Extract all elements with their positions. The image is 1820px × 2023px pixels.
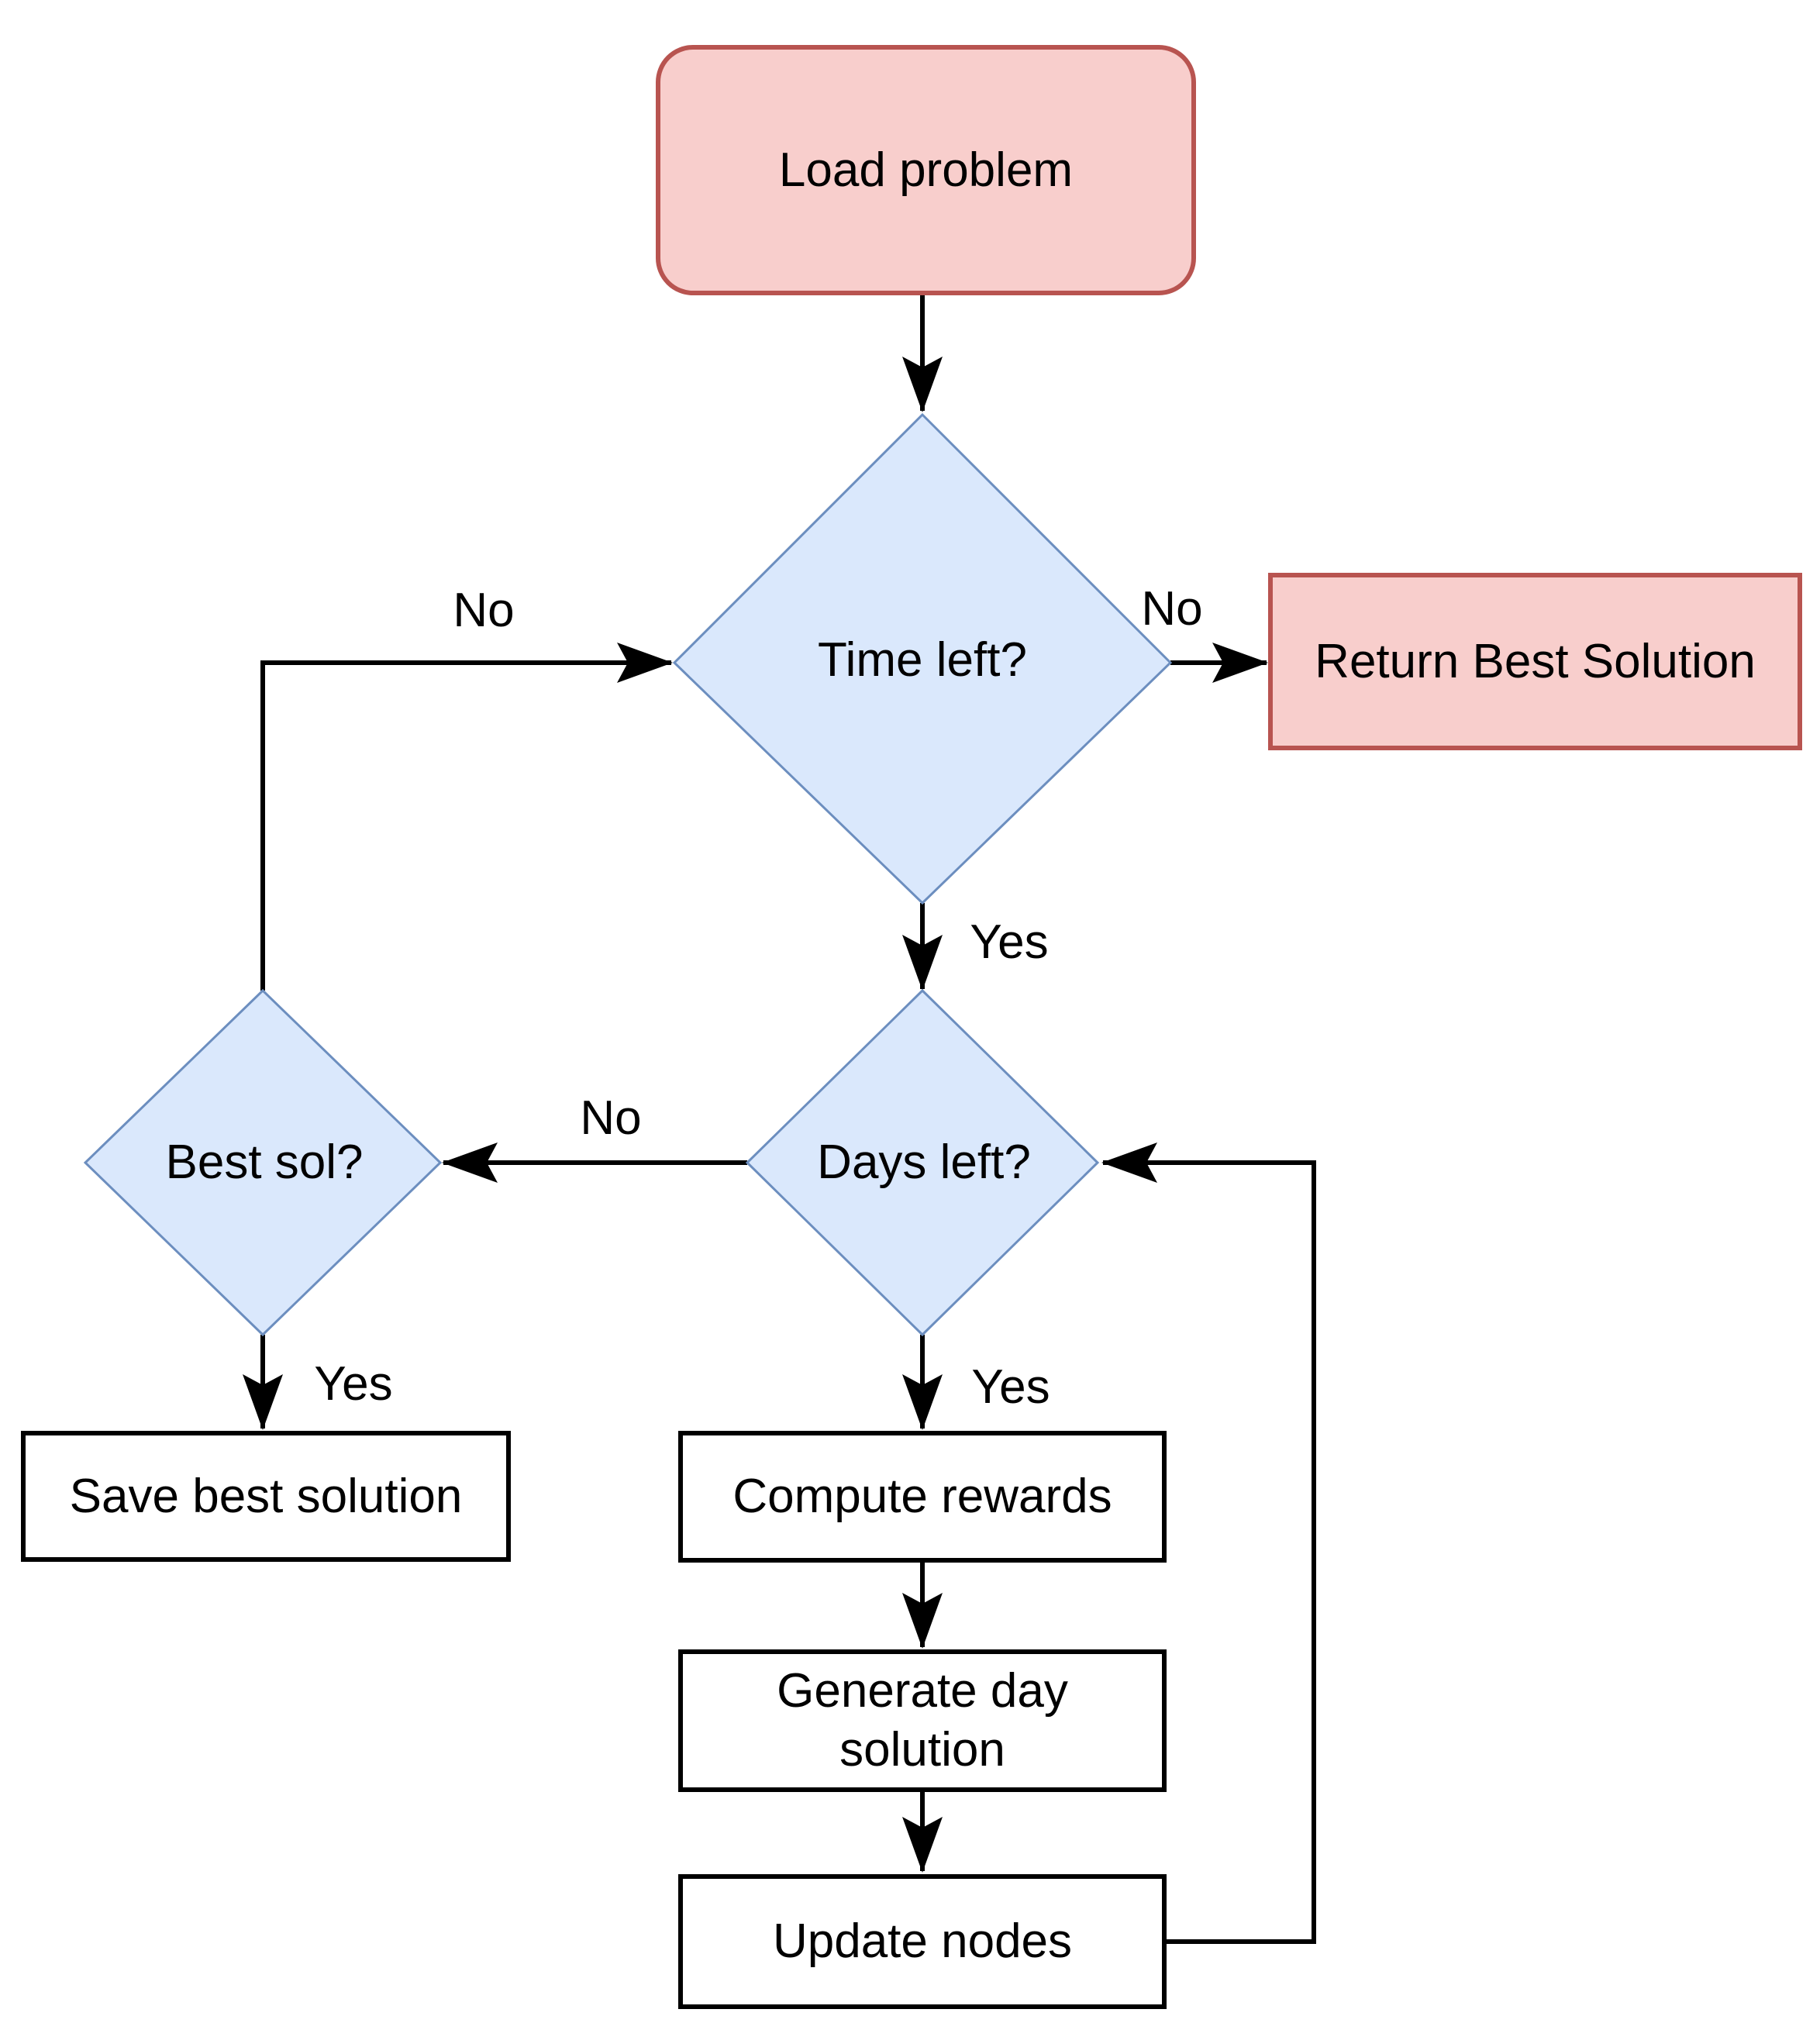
node-return-best-solution: Return Best Solution (1268, 573, 1802, 750)
node-shape-time-left (672, 412, 1173, 905)
node-label-compute-rewards: Compute rewards (732, 1470, 1112, 1524)
edge-label-best-sol-no: No (453, 584, 515, 637)
node-shape-days-left (745, 988, 1100, 1337)
edge-best-sol-no-to-time-left (260, 643, 673, 991)
node-shape-best-sol (83, 988, 443, 1337)
edge-label-days-left-yes: Yes (971, 1360, 1050, 1414)
node-label-save-best-solution: Save best solution (69, 1469, 463, 1523)
node-label-time-left: Time left? (818, 633, 1027, 687)
edge-label-best-sol-yes: Yes (314, 1357, 393, 1411)
node-save-best-solution: Save best solution (21, 1431, 511, 1562)
node-label-generate-day-solution: Generate day solution (777, 1664, 1068, 1777)
edge-label-time-left-yes: Yes (970, 915, 1049, 969)
node-label-days-left: Days left? (817, 1136, 1031, 1189)
node-label-update-nodes: Update nodes (772, 1914, 1073, 1969)
node-update-nodes: Update nodes (678, 1874, 1167, 2009)
node-label-return-best-solution: Return Best Solution (1315, 634, 1756, 688)
node-generate-day-solution: Generate day solution (678, 1649, 1167, 1792)
edge-update-nodes-loop-to-days-left (1101, 1142, 1316, 1944)
node-label-best-sol: Best sol? (165, 1136, 364, 1189)
node-compute-rewards: Compute rewards (678, 1431, 1167, 1563)
edge-label-time-left-no: No (1141, 582, 1203, 636)
edge-label-days-left-no: No (580, 1091, 642, 1145)
node-load-problem: Load problem (656, 45, 1196, 295)
node-label-load-problem: Load problem (778, 143, 1074, 197)
